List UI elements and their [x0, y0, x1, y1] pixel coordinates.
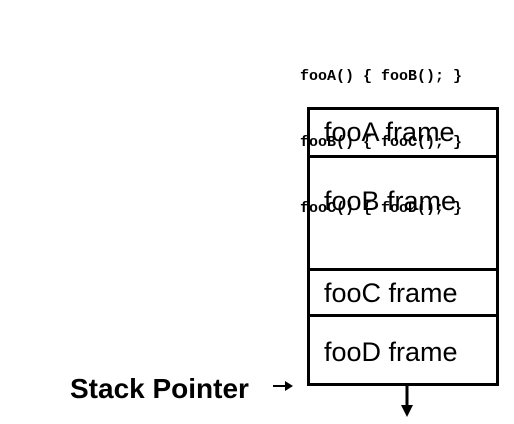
code-line-fooB: fooB() { fooC(); } — [300, 134, 463, 151]
code-listing: fooA() { fooB(); } fooB() { fooC(); } fo… — [300, 22, 462, 242]
stack-frame-fooB: fooB frame — [310, 188, 496, 215]
stack-frame-fooA: fooA frame — [310, 119, 496, 155]
frame-label-fooA: fooA frame — [324, 117, 455, 147]
frame-label-fooC: fooC frame — [324, 278, 458, 308]
frame-divider — [310, 268, 496, 271]
code-line-fooC: fooC() { fooD(); } — [300, 200, 463, 217]
stack-frame-fooC: fooC frame — [310, 280, 496, 307]
frame-divider — [310, 155, 496, 158]
frame-label-fooD: fooD frame — [324, 337, 458, 367]
code-line-fooA: fooA() { fooB(); } — [300, 68, 463, 85]
stack-pointer-label: Stack Pointer — [70, 373, 249, 404]
call-stack: fooA frame fooB frame fooC frame fooD fr… — [307, 107, 499, 386]
frame-label-fooB: fooB frame — [324, 186, 457, 216]
stack-frame-fooD: fooD frame — [310, 339, 496, 366]
frame-divider — [310, 314, 496, 317]
arrow-right-icon — [273, 381, 293, 391]
arrow-down-icon — [401, 385, 413, 417]
